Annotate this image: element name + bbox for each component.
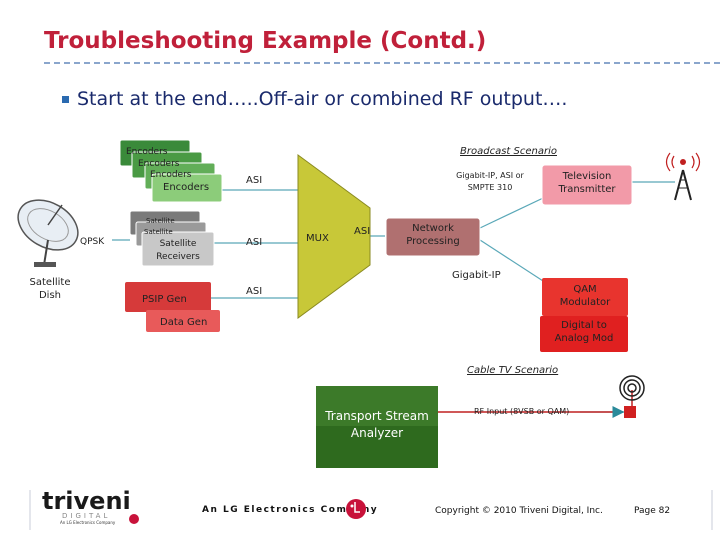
satellite-dish-icon	[17, 199, 79, 267]
network-processing-box	[385, 217, 481, 257]
svg-text:triveni: triveni	[42, 487, 131, 515]
asi-label-4: ASI	[354, 226, 370, 237]
receiver-label-2: Satellite	[144, 228, 173, 236]
rf-connector	[624, 406, 636, 418]
gigabit-note: Gigabit-IP, ASI or SMPTE 310	[456, 171, 524, 192]
cable-tv-scenario-label: Cable TV Scenario	[467, 365, 558, 376]
slide-title: Troubleshooting Example (Contd.)	[44, 28, 487, 54]
television-transmitter-box	[541, 164, 633, 206]
psip-gen-box	[125, 282, 211, 312]
receiver-label-1: Satellite	[146, 217, 175, 225]
gigabit-ip-label: Gigabit-IP	[452, 270, 501, 281]
bullet-square-icon	[62, 96, 69, 103]
svg-text:An LG Electronics Company: An LG Electronics Company	[60, 520, 116, 525]
lg-company-label: An LG Electronics Company	[202, 505, 378, 515]
page-number: Page 82	[634, 506, 670, 516]
digital-to-analog-label: Digital to Analog Mod	[555, 320, 614, 344]
encoder-label-1: Encoders	[126, 147, 168, 157]
analyzer-highlight	[316, 386, 438, 426]
encoder-label-2: Encoders	[138, 159, 180, 169]
receiver-label-main: Satellite Receivers	[156, 239, 200, 262]
encoder-label-3: Encoders	[150, 170, 192, 180]
title-divider	[44, 62, 720, 64]
receiver-box-3	[141, 231, 215, 267]
qam-modulator-label: QAM Modulator	[560, 284, 611, 308]
mux-block	[297, 154, 371, 319]
asi-label-1: ASI	[246, 175, 262, 186]
qam-modulator-box	[542, 278, 628, 316]
bullet-point: Start at the end…..Off-air or combined R…	[62, 88, 567, 110]
lg-logo-icon	[346, 499, 366, 519]
broadcast-scenario-label: Broadcast Scenario	[460, 146, 557, 157]
encoder-label-4: Encoders	[163, 182, 209, 193]
svg-text:DIGITAL: DIGITAL	[62, 512, 110, 520]
antenna-tower-icon	[665, 152, 701, 201]
rf-input-label: RF Input (8VSB or QAM)	[474, 407, 569, 416]
satellite-dish-label: Satellite Dish	[30, 277, 71, 301]
television-transmitter-label: Television Transmitter	[558, 171, 615, 195]
bullet-text: Start at the end…..Off-air or combined R…	[77, 88, 568, 110]
satellite-receivers-stack: Satellite Satellite Satellite Receivers	[129, 210, 215, 267]
copyright-text: Copyright © 2010 Triveni Digital, Inc.	[435, 506, 603, 516]
encoder-box-4	[151, 173, 223, 203]
data-gen-box	[146, 310, 220, 332]
encoders-stack: Encoders Encoders Encoders Encoders	[119, 139, 223, 203]
asi-label-3: ASI	[246, 286, 262, 297]
digital-to-analog-box	[540, 316, 628, 352]
transport-stream-analyzer-label: Transport Stream Analyzer	[325, 409, 429, 440]
coax-ring-icon	[619, 375, 645, 401]
asi-label-2: ASI	[246, 237, 262, 248]
qpsk-label: QPSK	[80, 237, 105, 247]
mux-label: MUX	[306, 233, 329, 244]
data-gen-label: Data Gen	[160, 317, 207, 328]
psip-gen-label: PSIP Gen	[142, 294, 187, 305]
network-processing-label: Network Processing	[406, 223, 459, 247]
triveni-logo: triveni DIGITAL An LG Electronics Compan…	[38, 485, 142, 525]
